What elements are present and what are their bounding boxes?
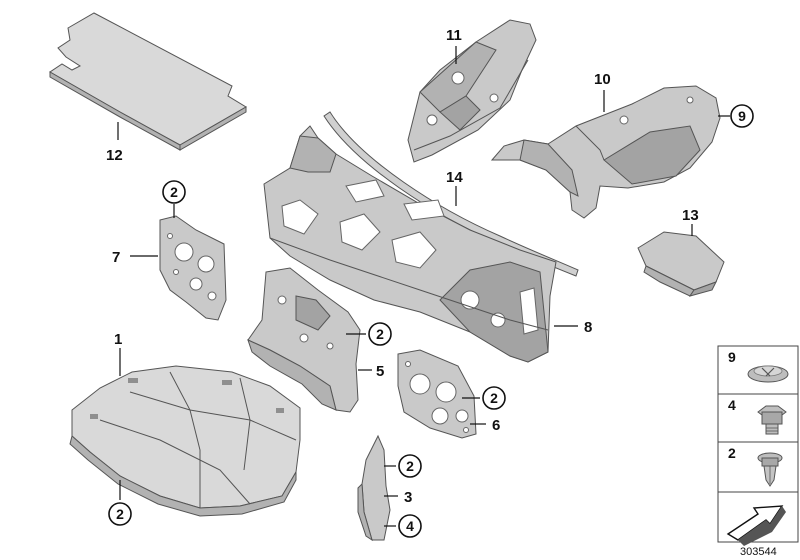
part-13-insulation-block [637, 231, 725, 297]
legend-label-9: 9 [728, 349, 736, 365]
callout-4-circle [398, 514, 422, 538]
callout-10: 10 [594, 71, 611, 88]
callout-2e: 2 [406, 458, 414, 474]
document-number: 303544 [740, 546, 777, 558]
callout-2d-circle [482, 386, 506, 410]
fastener-legend: 9 4 2 [717, 345, 799, 546]
callout-11: 11 [446, 27, 462, 44]
part-6-plate-insulation [397, 349, 477, 439]
part-10-wheelarch-insulation [490, 85, 721, 219]
direction-arrow-icon [726, 505, 786, 546]
part-12-insulation-mat [49, 12, 247, 151]
legend-label-2: 2 [728, 445, 736, 461]
callout-2c: 2 [116, 506, 124, 522]
part-11-side-insulation [407, 19, 537, 163]
part-14-seal-strip [323, 111, 579, 277]
callout-7: 7 [112, 249, 120, 266]
callout-2e-circle [398, 454, 422, 478]
expanding-rivet-icon [757, 452, 783, 487]
callout-5: 5 [376, 363, 384, 380]
callout-4: 4 [406, 518, 414, 534]
legend-label-4: 4 [728, 397, 736, 413]
part-7-bracket-insulation [159, 215, 227, 321]
part-3-column-insulation [357, 434, 391, 542]
callout-3: 3 [404, 489, 412, 506]
callout-9-circle [730, 104, 754, 128]
callouts: 12 11 10 9 14 13 7 2 8 2 5 1 2 6 2 3 4 2 [106, 27, 754, 538]
callout-2c-circle [108, 502, 132, 526]
callout-2a: 2 [170, 184, 178, 200]
hex-nut-icon [757, 405, 787, 435]
callout-13: 13 [682, 207, 699, 224]
callout-8: 8 [584, 319, 592, 336]
callout-14: 14 [446, 169, 463, 186]
callout-2a-circle [162, 180, 186, 204]
callout-1: 1 [114, 331, 122, 348]
callout-2b: 2 [376, 326, 384, 342]
leader-lines [117, 46, 730, 527]
part-1-engine-mat [69, 365, 301, 517]
callout-9: 9 [738, 108, 746, 124]
callout-2b-circle [368, 322, 392, 346]
plastic-nut-icon [747, 365, 789, 383]
part-5-sidewall-insulation [247, 267, 361, 413]
part-8-bulkhead-insulation [263, 125, 557, 363]
callout-6: 6 [492, 417, 500, 434]
callout-2d: 2 [490, 390, 498, 406]
callout-12: 12 [106, 147, 123, 164]
